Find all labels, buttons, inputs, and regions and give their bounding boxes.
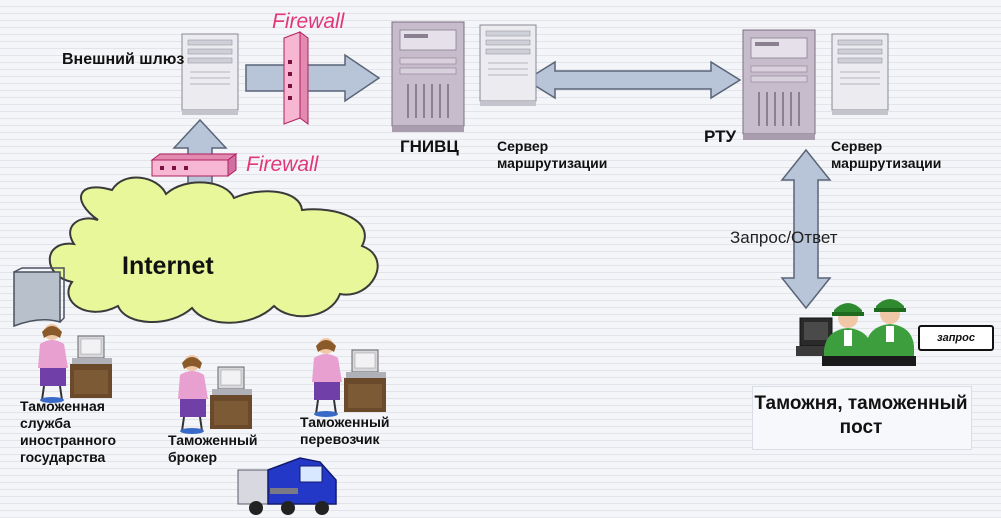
rtu-label: РТУ [704,127,737,146]
firewall-vertical-icon [283,31,309,125]
rtu-server-icon [742,29,816,141]
arrow-gateway-to-gnivc [245,53,381,103]
gnivc-label: ГНИВЦ [400,137,459,156]
arrow-rtu-customs [780,148,832,310]
request-response-label: Запрос/Ответ [730,228,838,247]
routing-server-1-label: Сервер маршрутизации [497,138,608,171]
firewall-mid-label: Firewall [246,153,319,176]
arrow-gnivc-rtu [524,60,742,100]
routing-server-2-label: Сервер маршрутизации [831,138,942,171]
gateway-server-icon [181,33,239,116]
broker-label: Таможенный брокер [168,432,258,465]
gateway-label: Внешний шлюз [62,51,185,68]
internet-cloud-icon [48,176,379,324]
customs-officers-icon [796,299,916,366]
gnivc-server-icon [391,21,465,133]
foreign-service-label: Таможенная служба иностранного государст… [20,398,117,465]
document-icon [13,267,65,328]
gnivc-routing-server-icon [479,24,537,107]
internet-label: Internet [122,252,214,280]
customs-post-label: Таможня, таможенный пост [754,393,968,438]
carrier-label: Таможенный перевозчик [300,414,390,447]
rtu-routing-server-icon [831,33,889,116]
operator-broker-icon [177,354,253,435]
request-card: запрос [918,325,994,351]
truck-icon [237,457,337,515]
customs-post-box [752,386,972,450]
firewall-top-label: Firewall [272,10,345,33]
operator-foreign-service-icon [37,323,113,404]
firewall-horizontal-icon [150,153,238,177]
operator-carrier-icon [311,337,387,418]
